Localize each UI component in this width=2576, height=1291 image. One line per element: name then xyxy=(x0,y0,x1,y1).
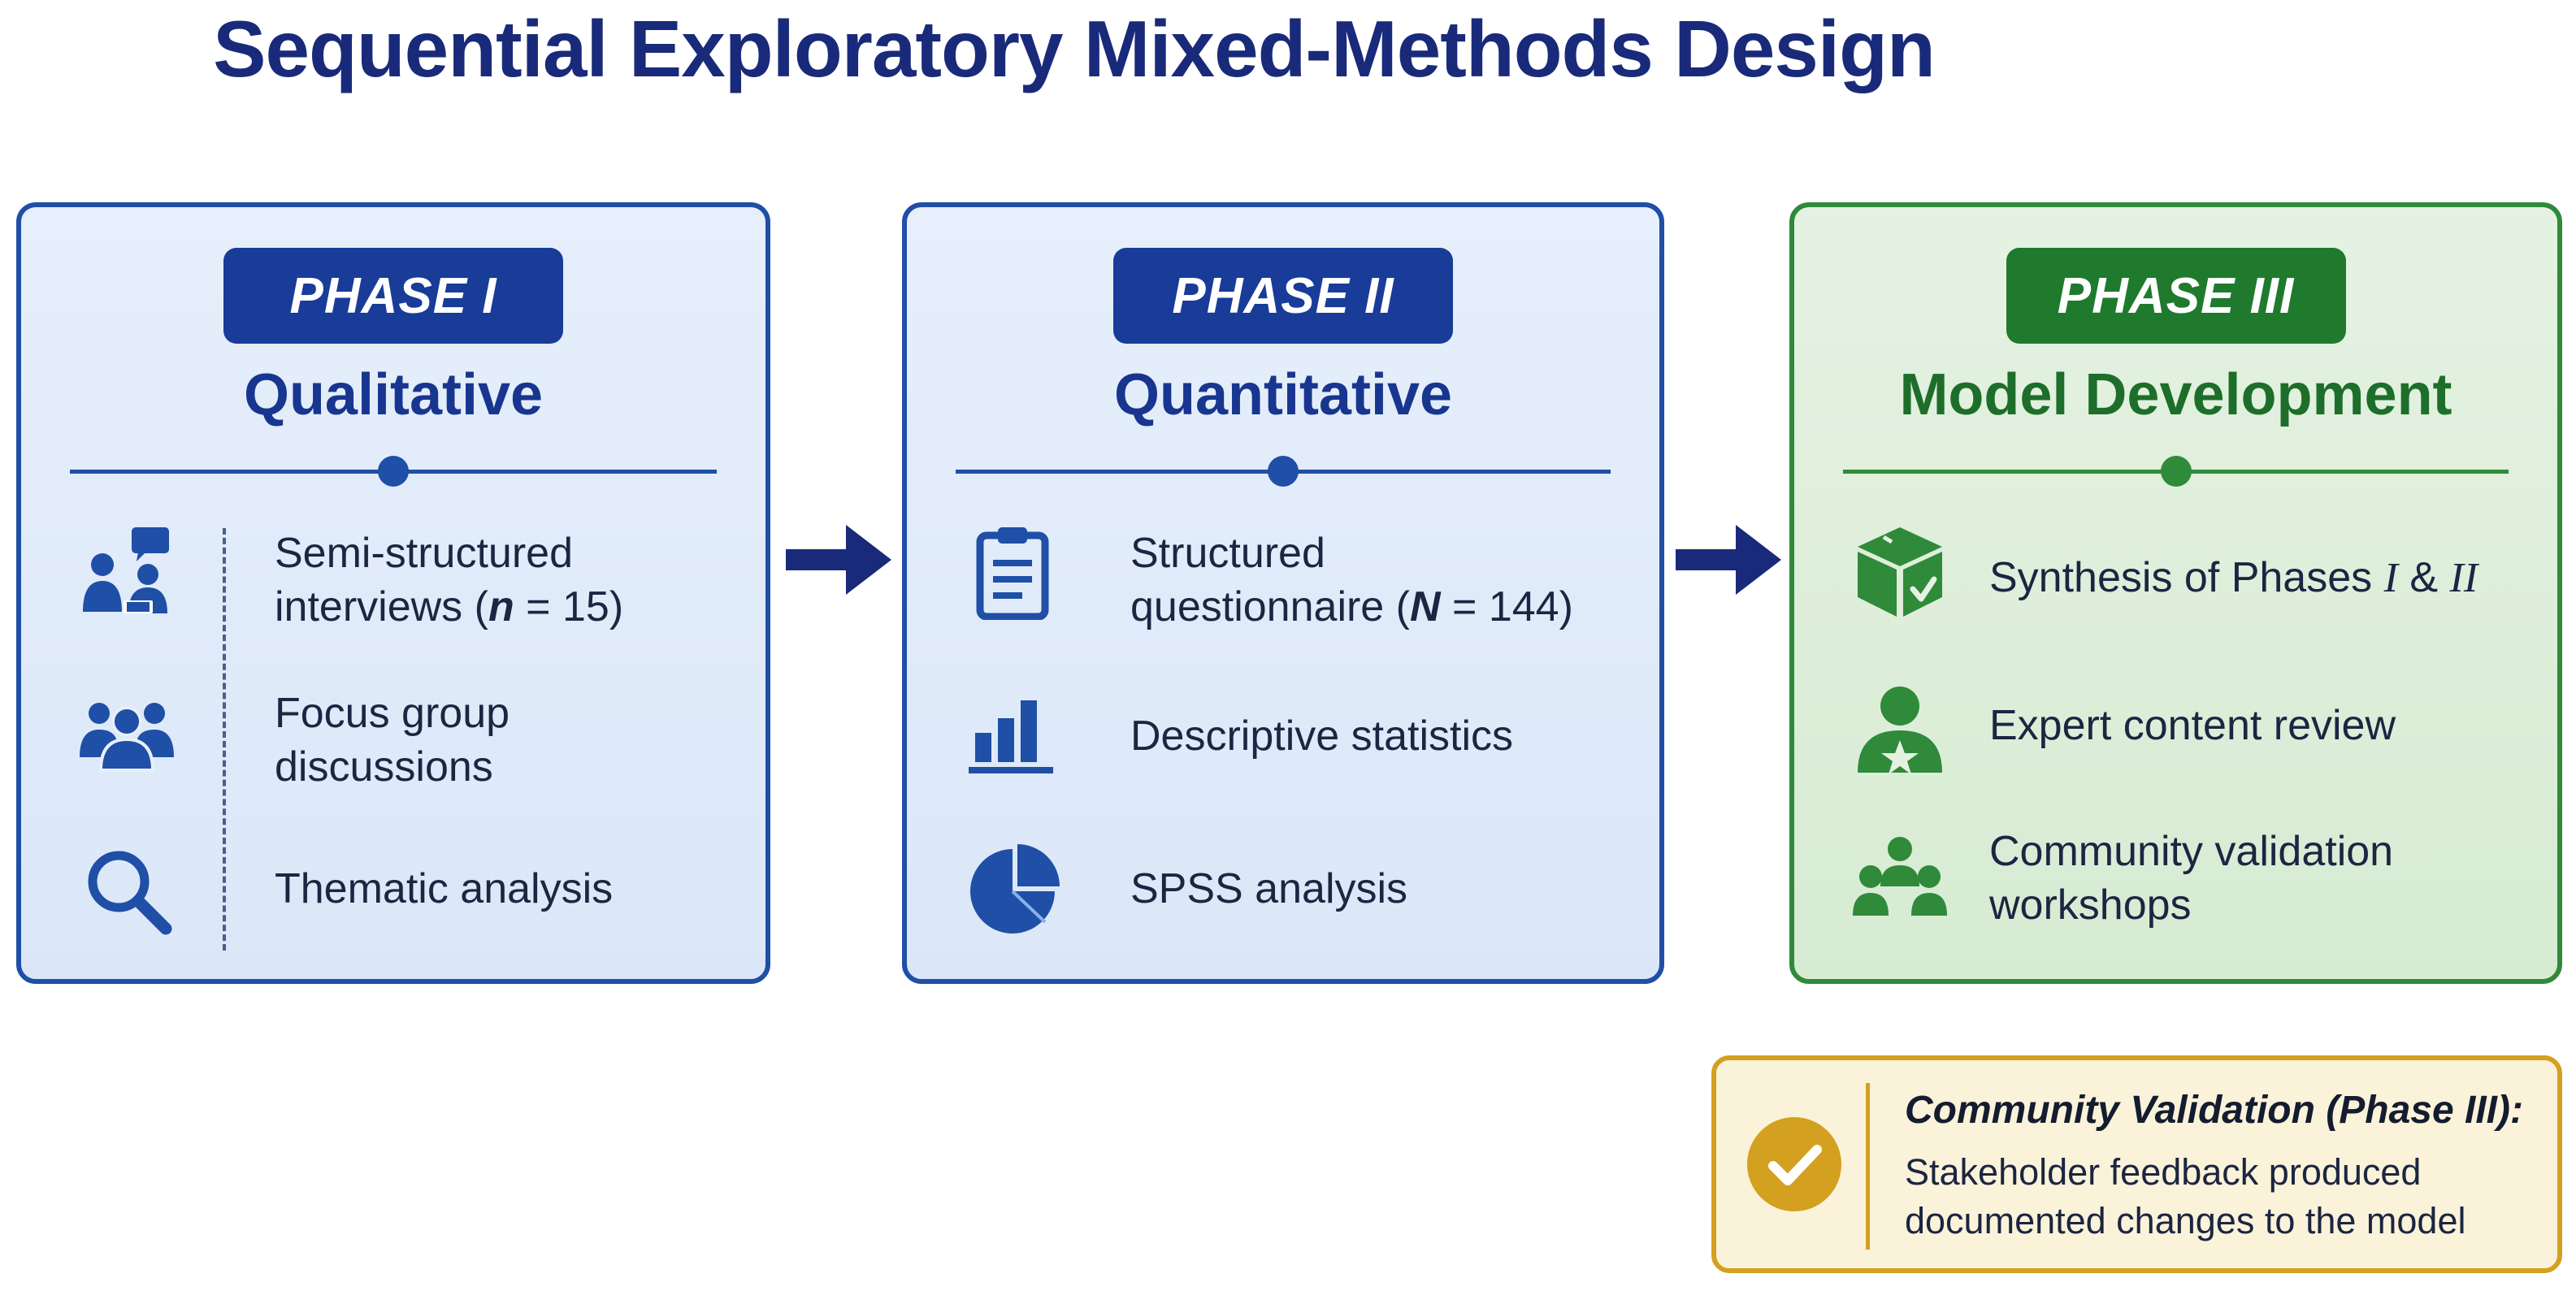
interview-people-icon xyxy=(78,522,176,620)
phase-1-badge: PHASE I xyxy=(223,248,563,344)
item-thematic-analysis: Thematic analysis xyxy=(275,865,614,912)
clipboard-icon xyxy=(964,522,1061,620)
magnifier-icon xyxy=(78,841,176,938)
item-community-validation-workshops: Community validation workshops xyxy=(1989,828,2394,929)
phase-3-divider-dot xyxy=(2160,456,2192,487)
community-icon xyxy=(1851,825,1949,922)
phase-1-dashed-line xyxy=(223,528,226,951)
item-structured-questionnaire: Structured questionnaire (N = 144) xyxy=(1130,530,1573,630)
callout-body: Stakeholder feedback produced documented… xyxy=(1905,1151,2466,1241)
phase-1-heading: Qualitative xyxy=(243,362,544,427)
group-people-icon xyxy=(78,682,176,780)
phase-3-heading: Model Development xyxy=(1899,362,2452,427)
phase-2-heading: Quantitative xyxy=(1113,362,1453,427)
phase-2-divider-dot xyxy=(1268,456,1299,487)
phase-1-divider-dot xyxy=(378,456,409,487)
phase-2-badge: PHASE II xyxy=(1113,248,1453,344)
item-semi-structured-interviews: Semi-structured interviews (n = 15) xyxy=(275,530,624,630)
phase-1-panel: PHASE I Qualitative Semi-structured inte… xyxy=(16,202,770,984)
item-expert-content-review: Expert content review xyxy=(1989,702,2396,749)
item-spss-analysis: SPSS analysis xyxy=(1130,865,1408,912)
community-validation-callout: Community Validation (Phase III): Stakeh… xyxy=(1711,1055,2562,1273)
phase-3-panel: PHASE III Model Development Synthesis of… xyxy=(1789,202,2562,984)
arrow-phase-1-to-2 xyxy=(786,525,891,595)
diagram-title: Sequential Exploratory Mixed-Methods Des… xyxy=(213,4,1936,93)
phase-3-badge: PHASE III xyxy=(2006,248,2346,344)
arrow-phase-2-to-3 xyxy=(1676,525,1781,595)
item-descriptive-statistics: Descriptive statistics xyxy=(1130,713,1513,760)
callout-title: Community Validation (Phase III): xyxy=(1905,1089,2523,1132)
expert-star-icon xyxy=(1851,678,1949,776)
callout-divider xyxy=(1866,1083,1870,1250)
item-synthesis-of-phases: Synthesis of Phases I & II xyxy=(1989,554,2478,601)
item-focus-group: Focus group discussions xyxy=(275,690,510,791)
phase-2-panel: PHASE II Quantitative Structured questio… xyxy=(902,202,1664,984)
check-circle-icon xyxy=(1747,1117,1841,1211)
pie-chart-icon xyxy=(964,841,1061,938)
box-check-icon xyxy=(1851,522,1949,620)
bar-chart-icon xyxy=(964,682,1061,780)
